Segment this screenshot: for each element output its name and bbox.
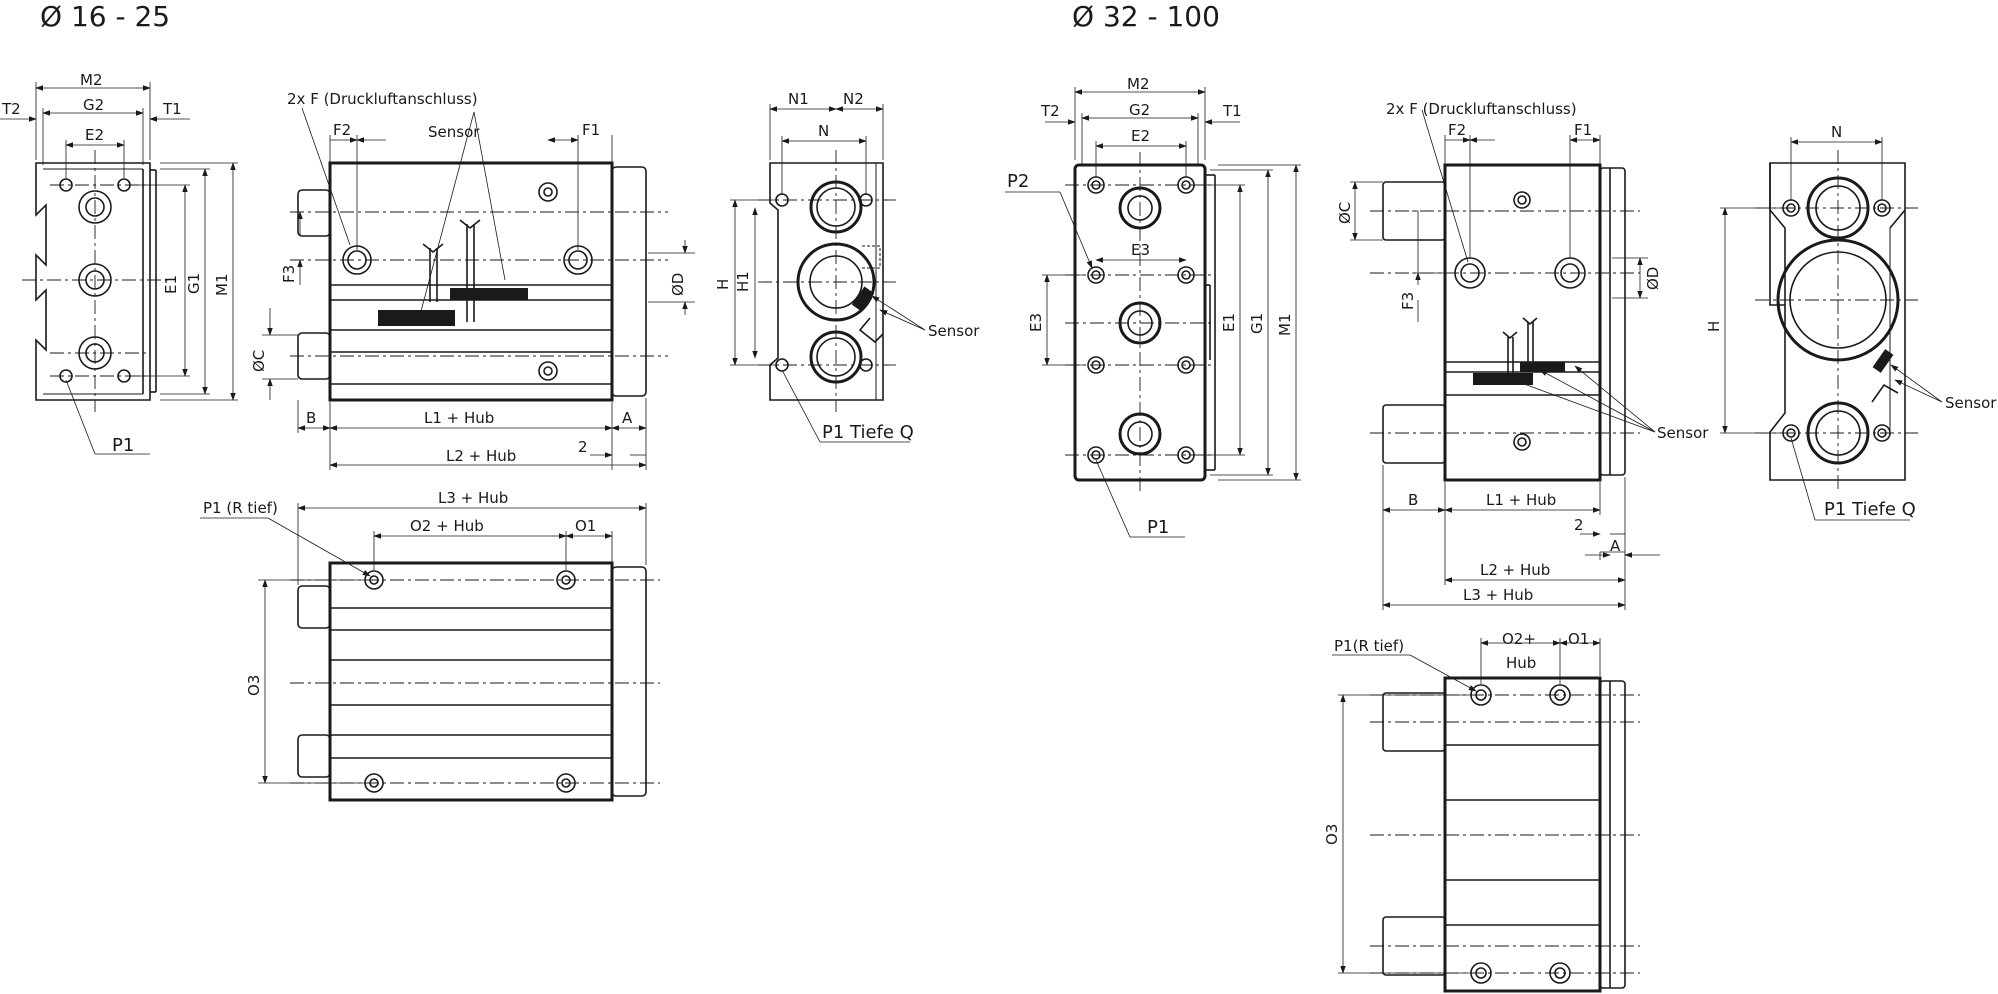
dim-o2-hub: Hub xyxy=(1506,654,1536,672)
dim-t2-large: T2 xyxy=(1040,102,1060,120)
dim-f1: F1 xyxy=(582,121,600,139)
small-front-view: M2 G2 E2 T2 T1 E1 G1 M1 P1 xyxy=(0,71,238,456)
dim-e3-vertical: E3 xyxy=(1027,313,1045,332)
large-bottom-view: O2+ Hub O1 P1(R tief) O3 xyxy=(1323,630,1640,993)
dim-h-large: H xyxy=(1705,321,1723,332)
dim-n2: N2 xyxy=(843,90,864,108)
dim-two: 2 xyxy=(578,438,588,456)
label-p1-r-tief-large: P1(R tief) xyxy=(1334,637,1404,655)
dim-l2: L2 + Hub xyxy=(446,447,516,465)
dim-a: A xyxy=(622,409,633,427)
dim-d: ØD xyxy=(669,273,687,296)
label-p1-tiefe-q-large: P1 Tiefe Q xyxy=(1824,499,1916,520)
title-large-bore: Ø 32 - 100 xyxy=(1072,0,1220,33)
dim-a-large: A xyxy=(1610,537,1621,555)
dim-e1-large: E1 xyxy=(1220,313,1238,332)
label-p1-tiefe-q: P1 Tiefe Q xyxy=(822,422,914,443)
label-p1-r-tief: P1 (R tief) xyxy=(203,499,278,517)
label-sensor-rear: Sensor xyxy=(928,322,980,340)
dim-g1: G1 xyxy=(185,273,203,294)
dim-f3-large: F3 xyxy=(1399,292,1417,310)
dim-t2: T2 xyxy=(1,100,21,118)
dim-e1: E1 xyxy=(162,275,180,294)
dim-t1: T1 xyxy=(162,100,182,118)
label-p1: P1 xyxy=(112,435,134,456)
dim-m1: M1 xyxy=(213,274,231,297)
label-sensor-side-large: Sensor xyxy=(1657,424,1709,442)
dim-l1: L1 + Hub xyxy=(424,409,494,427)
dim-l3-large: L3 + Hub xyxy=(1463,586,1533,604)
small-bottom-view: L3 + Hub O2 + Hub O1 P1 (R tief) O3 xyxy=(200,489,660,802)
dim-h1: H1 xyxy=(734,271,752,292)
dim-o3-large: O3 xyxy=(1323,824,1341,845)
dim-m2: M2 xyxy=(80,71,103,89)
dim-l3: L3 + Hub xyxy=(438,489,508,507)
dim-e2: E2 xyxy=(85,126,104,144)
label-sensor-side: Sensor xyxy=(428,123,480,141)
dim-o3: O3 xyxy=(245,675,263,696)
large-side-view: 2x F (Druckluftanschluss) F2 F1 ØC F3 ØD… xyxy=(1336,100,1709,610)
dim-m1-large: M1 xyxy=(1276,314,1294,337)
dim-m2-large: M2 xyxy=(1127,75,1150,93)
dim-f1-large: F1 xyxy=(1574,121,1592,139)
label-druckluftanschluss: 2x F (Druckluftanschluss) xyxy=(287,90,478,108)
dim-g1-large: G1 xyxy=(1248,313,1266,334)
dim-h: H xyxy=(714,279,732,290)
dim-two-large: 2 xyxy=(1574,516,1584,534)
dim-e2-large: E2 xyxy=(1131,127,1150,145)
dim-f2-large: F2 xyxy=(1448,121,1466,139)
label-druckluftanschluss-large: 2x F (Druckluftanschluss) xyxy=(1386,100,1577,118)
dim-c-large: ØC xyxy=(1336,202,1354,224)
dim-n: N xyxy=(818,122,829,140)
dim-o1: O1 xyxy=(575,517,596,535)
small-side-view: 2x F (Druckluftanschluss) Sensor F2 F1 F… xyxy=(250,90,695,470)
large-front-view: M2 G2 E2 E3 T2 T1 E3 E1 G1 M1 P2 P1 xyxy=(1005,75,1301,538)
dim-f2: F2 xyxy=(333,121,351,139)
dim-l1-large: L1 + Hub xyxy=(1486,491,1556,509)
title-small-bore: Ø 16 - 25 xyxy=(40,0,171,33)
label-sensor-rear-large: Sensor xyxy=(1945,394,1997,412)
small-rear-view: N1 N2 N H H1 Sensor P1 Tiefe Q xyxy=(714,90,980,443)
dim-o2-plus: O2+ xyxy=(1502,630,1536,648)
dim-d-large: ØD xyxy=(1644,267,1662,290)
large-rear-view: N H Sensor P1 Tiefe Q xyxy=(1705,123,1997,521)
dim-b-large: B xyxy=(1408,491,1418,509)
dim-t1-large: T1 xyxy=(1222,102,1242,120)
dim-g2: G2 xyxy=(83,96,104,114)
dim-g2-large: G2 xyxy=(1129,101,1150,119)
dim-l2-large: L2 + Hub xyxy=(1480,561,1550,579)
dim-c: ØC xyxy=(250,350,268,372)
dim-o2: O2 + Hub xyxy=(410,517,484,535)
dim-b: B xyxy=(306,409,316,427)
dim-f3: F3 xyxy=(280,265,298,283)
dim-n1: N1 xyxy=(788,90,809,108)
dim-n-large: N xyxy=(1831,123,1842,141)
dim-o1-large: O1 xyxy=(1568,630,1589,648)
dim-e3-large: E3 xyxy=(1131,241,1150,259)
label-p2: P2 xyxy=(1007,171,1029,192)
label-p1-large: P1 xyxy=(1147,517,1169,538)
